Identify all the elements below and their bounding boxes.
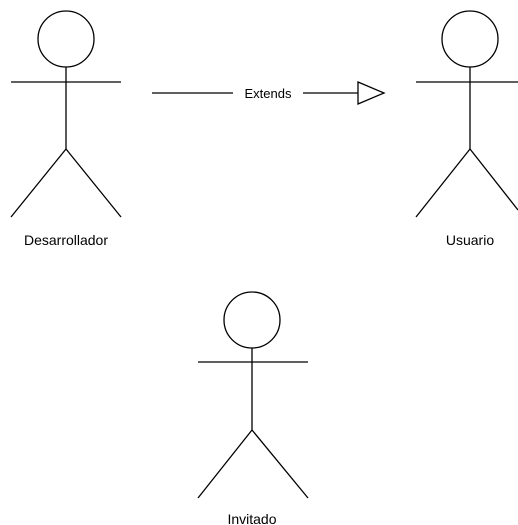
hollow-triangle-arrowhead [357,81,386,105]
actor-label: Usuario [446,232,494,248]
actor-left-leg [197,429,253,499]
actor-right-leg [251,429,309,499]
actor-desarrollador[interactable]: Desarrollador [10,10,122,248]
actor-invitado[interactable]: Invitado [197,291,309,525]
actor-head [223,291,281,349]
actor-label: Desarrollador [24,232,108,248]
relation-label: Extends [245,86,292,101]
actor-left-leg [415,148,471,218]
actor-usuario[interactable]: Usuario [415,10,518,248]
actor-right-leg [469,148,518,211]
extends-relation[interactable]: Extends [152,81,386,105]
actor-label: Invitado [227,511,276,525]
actor-head [441,10,499,68]
actor-left-leg [10,148,67,218]
relation-label-background [233,84,303,102]
actor-right-leg [65,148,122,218]
actor-head [37,10,95,68]
